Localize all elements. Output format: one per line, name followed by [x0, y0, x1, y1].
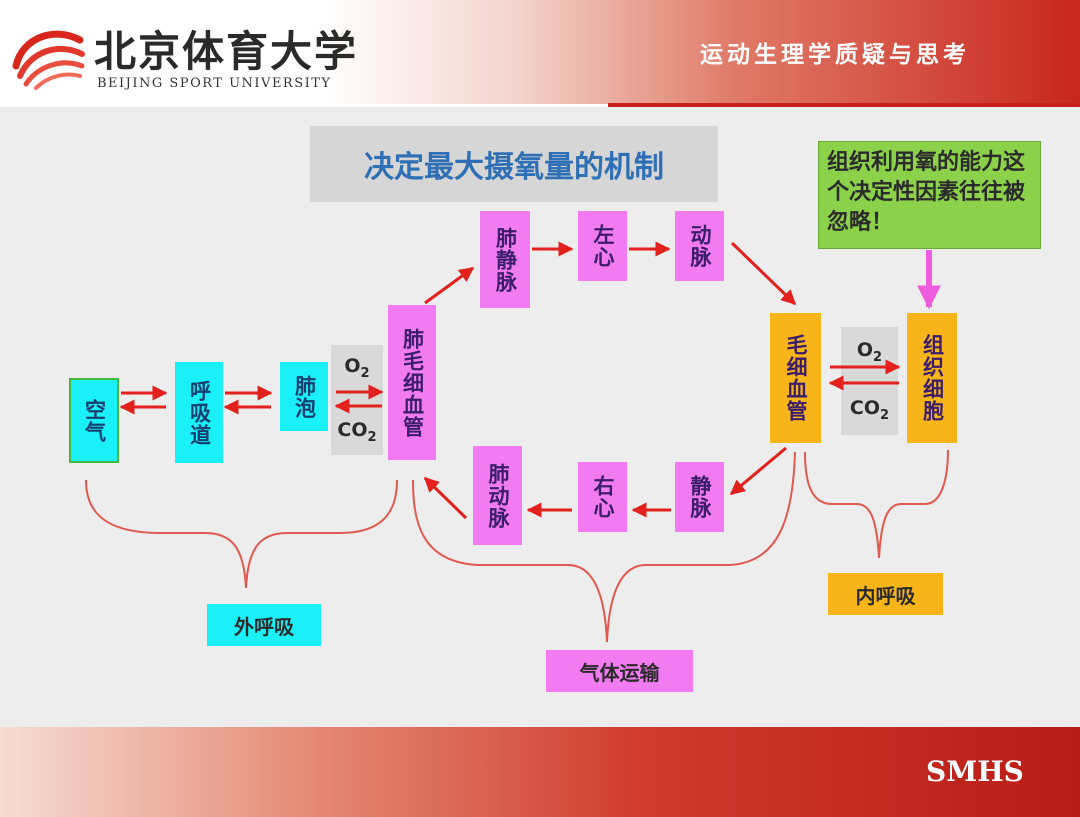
label-external-respiration: 外呼吸	[207, 604, 321, 646]
node-right-heart: 右心	[578, 462, 627, 532]
gas-exchange-tissue: O2 CO2	[841, 327, 898, 435]
node-airway: 呼吸道	[175, 362, 223, 463]
university-logo-icon	[12, 30, 85, 90]
node-pulmonary-artery: 肺动脉	[473, 446, 522, 545]
footer-logo: SMHS	[926, 755, 1024, 788]
label-internal-respiration: 内呼吸	[828, 573, 943, 615]
label-gas-transport: 气体运输	[546, 650, 693, 692]
header-banner	[0, 0, 1080, 104]
co2-label: CO2	[337, 419, 377, 445]
gas-exchange-lung: O2 CO2	[331, 345, 383, 455]
course-title: 运动生理学质疑与思考	[700, 42, 970, 68]
co2-label: CO2	[849, 397, 890, 423]
bracket-external-respiration	[85, 479, 398, 589]
o2-label: O2	[856, 339, 883, 365]
node-artery: 动脉	[675, 211, 724, 281]
node-tissue-cell: 组织细胞	[907, 313, 957, 443]
arrow-capillary-to-pulmonary-vein	[424, 266, 475, 305]
footer-banner	[0, 727, 1080, 817]
node-pulmonary-capillary: 肺毛细血管	[388, 305, 436, 460]
node-tissue-capillary: 毛细血管	[770, 313, 821, 443]
arrow-pulmonary-artery-to-capillary	[423, 476, 468, 520]
node-pulmonary-vein: 肺静脉	[480, 211, 530, 308]
university-name-en: BEIJING SPORT UNIVERSITY	[97, 76, 332, 91]
note-box: 组织利用氧的能力这个决定性因素往往被忽略！	[818, 141, 1041, 249]
diagram-title: 决定最大摄氧量的机制	[310, 126, 718, 202]
arrow-artery-to-tissue-capillary	[730, 241, 797, 306]
node-vein: 静脉	[675, 462, 724, 532]
node-air: 空气	[69, 378, 119, 463]
o2-label: O2	[344, 355, 370, 381]
university-name-cn: 北京体育大学	[94, 27, 359, 76]
bracket-internal-respiration	[804, 449, 949, 559]
header-divider	[608, 103, 1080, 107]
node-alveoli: 肺泡	[280, 362, 328, 431]
bracket-gas-transport	[412, 451, 796, 643]
node-left-heart: 左心	[578, 211, 627, 281]
arrow-tissue-capillary-to-vein	[729, 446, 787, 496]
